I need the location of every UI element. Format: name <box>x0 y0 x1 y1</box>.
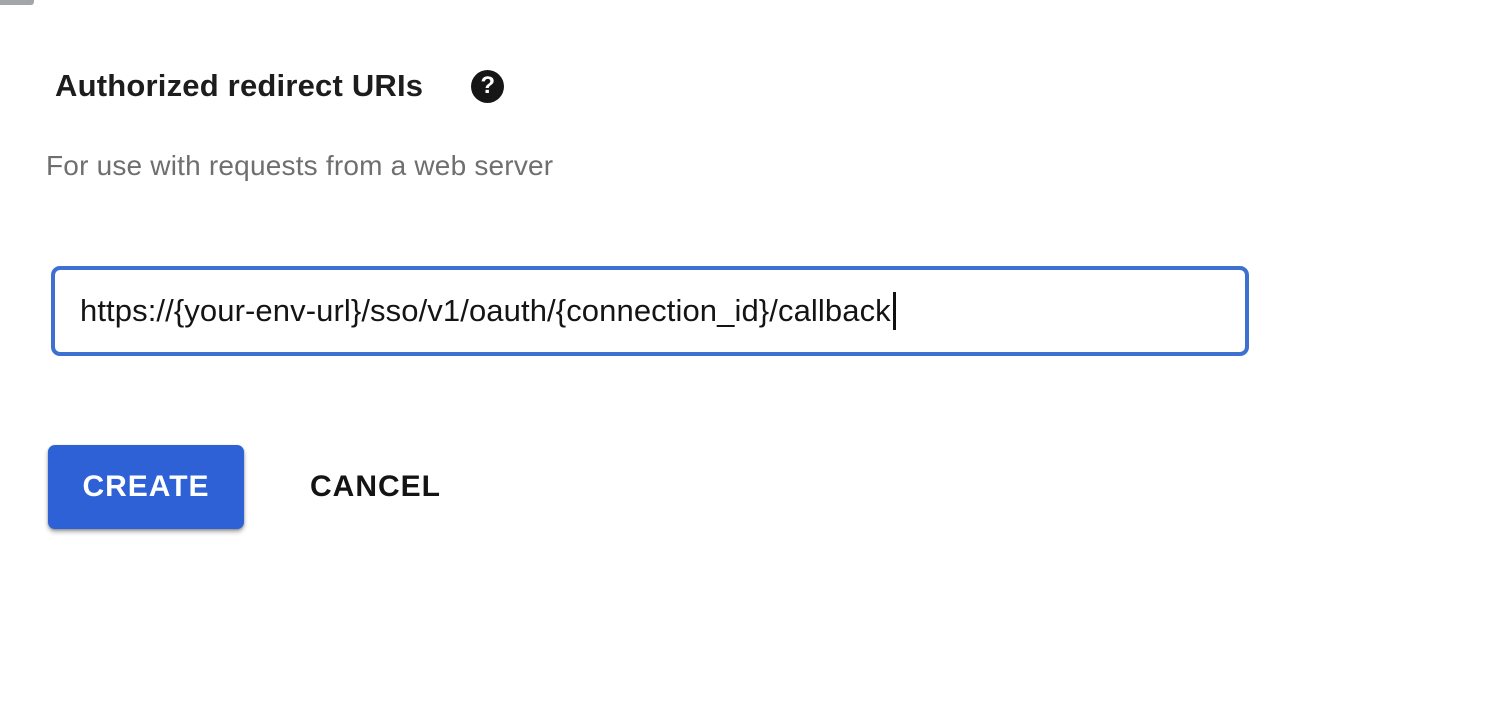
text-caret <box>892 292 896 330</box>
subtitle-text: For use with requests from a web server <box>46 150 554 181</box>
create-button[interactable]: CREATE <box>48 445 244 529</box>
heading-row: Authorized redirect URIs ? <box>55 68 505 104</box>
help-icon[interactable]: ? <box>471 69 505 103</box>
screen-corner-artifact <box>0 0 34 5</box>
redirect-uri-input[interactable]: https://{your-env-url}/sso/v1/oauth/{con… <box>51 266 1249 356</box>
action-buttons-row: CREATE CANCEL <box>48 445 441 529</box>
cancel-button[interactable]: CANCEL <box>310 445 441 529</box>
redirect-uri-value: https://{your-env-url}/sso/v1/oauth/{con… <box>80 293 891 328</box>
page-title: Authorized redirect URIs <box>55 68 424 103</box>
